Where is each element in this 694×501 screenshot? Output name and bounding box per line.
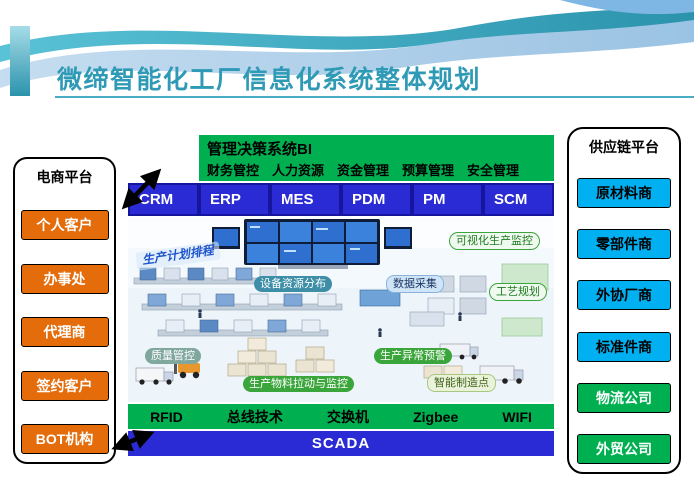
network-bar: RFID 总线技术 交换机 Zigbee WIFI — [128, 404, 554, 429]
supply-item-logistics: 物流公司 — [577, 382, 671, 413]
system-item-pdm: PDM — [341, 183, 412, 216]
network-item-wifi: WIFI — [502, 408, 532, 425]
callout-visual-monitoring: 可视化生产监控 — [449, 232, 540, 251]
supply-item-raw-material: 原材料商 — [577, 178, 671, 209]
network-item-bus: 总线技术 — [226, 408, 283, 425]
callout-smart-manufacturing: 智能制造点 — [427, 374, 496, 393]
ecommerce-item-office: 办事处 — [20, 263, 109, 294]
ecommerce-item-agent: 代理商 — [20, 317, 109, 348]
callout-process-planning: 工艺规划 — [489, 283, 547, 302]
system-item-mes: MES — [270, 183, 341, 216]
page-title: 微缔智能化工厂信息化系统整体规划 — [57, 66, 482, 94]
callout-abnormal-warning: 生产异常预警 — [374, 348, 452, 365]
factory-area: 生产计划排程 设备资源分布 数据采集 可视化生产监控 工艺规划 质量管控 生产异… — [128, 218, 554, 402]
system-item-scm: SCM — [483, 183, 554, 216]
ecommerce-panel: 电商平台 个人客户 办事处 代理商 签约客户 BOT机构 — [13, 157, 116, 464]
supply-item-outsourcing: 外协厂商 — [577, 280, 671, 311]
network-item-rfid: RFID — [150, 408, 183, 425]
network-item-switch: 交换机 — [326, 408, 369, 425]
system-item-erp: ERP — [199, 183, 270, 216]
bi-decision-bar: 管理决策系统BI 财务管控 人力资源 资金管理 预算管理 安全管理 — [199, 135, 554, 181]
ecommerce-item-contract-customer: 签约客户 — [20, 370, 109, 401]
truck-left — [135, 367, 174, 385]
title-accent-bar — [10, 26, 30, 96]
system-item-pm: PM — [412, 183, 483, 216]
callout-quality-control: 质量管控 — [145, 348, 201, 365]
supply-chain-panel: 供应链平台 原材料商 零部件商 外协厂商 标准件商 物流公司 外贸公司 — [567, 127, 681, 474]
supply-item-foreign-trade: 外贸公司 — [577, 433, 671, 464]
ecommerce-panel-title: 电商平台 — [36, 169, 93, 185]
supply-item-parts: 零部件商 — [577, 229, 671, 260]
system-item-crm: CRM — [128, 183, 199, 216]
title-underline — [55, 96, 694, 98]
ecommerce-item-personal-customer: 个人客户 — [20, 210, 109, 241]
ecommerce-item-bot-org: BOT机构 — [20, 423, 109, 454]
supply-item-standard-parts: 标准件商 — [577, 331, 671, 362]
header-wave-decoration — [0, 0, 694, 96]
callout-material-pull-monitor: 生产物料拉动与监控 — [243, 376, 354, 393]
callout-data-collection: 数据采集 — [386, 275, 444, 294]
scada-bar: SCADA — [128, 431, 554, 456]
supply-panel-title: 供应链平台 — [589, 139, 659, 155]
monitor-wall — [212, 219, 412, 269]
bi-bar-title: 管理决策系统BI — [207, 140, 313, 158]
network-item-zigbee: Zigbee — [413, 408, 459, 425]
bi-bar-subtitle: 财务管控 人力资源 资金管理 预算管理 安全管理 — [207, 162, 520, 178]
system-bar: CRM ERP MES PDM PM SCM — [128, 183, 554, 216]
callout-equipment-resources: 设备资源分布 — [254, 276, 332, 293]
